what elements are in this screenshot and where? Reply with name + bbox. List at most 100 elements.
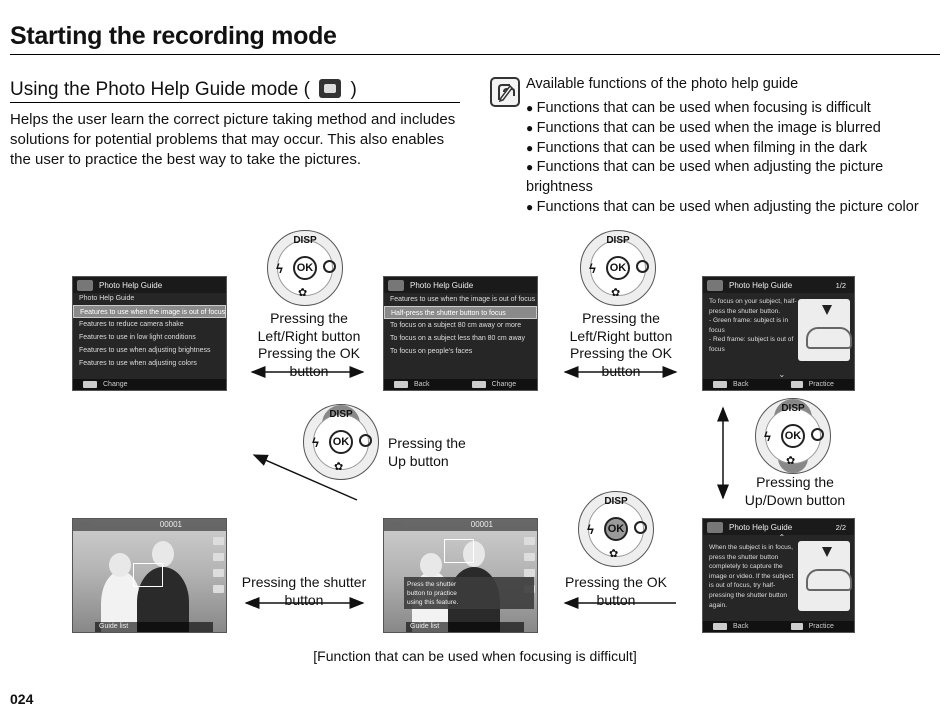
menu-item: Photo Help Guide: [79, 295, 135, 302]
disp-label: DISP: [604, 496, 628, 507]
note-heading: Available functions of the photo help gu…: [526, 76, 799, 92]
side-indicator-icon: [213, 553, 224, 561]
right-key-icon: [471, 381, 486, 388]
arrow-s5-s1: [252, 454, 358, 501]
note-item: Functions that can be used when adjustin…: [526, 198, 950, 218]
page-indicator: 2/2: [835, 523, 846, 532]
caption-left-right-ok: Pressing the Left/Right button Pressing …: [569, 310, 673, 379]
screen-header: Photo Help Guide: [729, 280, 793, 290]
caption-ok: Pressing the OK button: [565, 574, 667, 608]
self-timer-icon: [811, 428, 824, 441]
ok-button: OK: [606, 256, 630, 280]
shutter-illustration: [798, 541, 852, 611]
disp-label: DISP: [781, 403, 805, 414]
note-item: Functions that can be used when the imag…: [526, 119, 950, 139]
screen-header: Photo Help Guide: [729, 522, 793, 532]
page-indicator: 1/2: [835, 281, 846, 290]
footer-label: Change: [103, 381, 128, 388]
footer-guide-list: Guide list: [95, 622, 213, 632]
caption-up: Pressing the Up button: [388, 435, 466, 469]
footer-guide-list: Guide list: [406, 622, 524, 632]
side-indicator-icon: [213, 585, 224, 593]
photo-help-mode-icon: [319, 79, 342, 98]
screen-header: Photo Help Guide: [99, 280, 163, 290]
subtitle-divider: [10, 102, 460, 103]
menu-item: Features to use when adjusting brightnes…: [79, 347, 211, 354]
disp-label: DISP: [293, 235, 317, 246]
menu-item: Features to use when the image is out of…: [390, 296, 536, 303]
menu-item: To focus on a subject less than 80 cm aw…: [390, 335, 526, 342]
screen-guide-submenu: Photo Help Guide Features to use when th…: [383, 276, 538, 391]
guide-text: When the subject is in focus, press the …: [709, 544, 794, 609]
note-list: Functions that can be used when focusing…: [526, 99, 950, 218]
right-key-icon: [83, 381, 97, 388]
chevron-up-icon: ⌃: [778, 533, 786, 542]
note-item: Functions that can be used when filming …: [526, 139, 950, 159]
person-face: [420, 553, 442, 577]
shot-counter: 00001: [470, 520, 493, 529]
screen-guide-page-1: Photo Help Guide 1/2 To focus on your sub…: [702, 276, 855, 391]
camera-icon: [707, 280, 723, 291]
shot-counter: 00001: [159, 520, 182, 529]
left-key-icon: [713, 381, 727, 388]
menu-item: To focus on people's faces: [390, 348, 473, 355]
subtitle-text-before: Using the Photo Help Guide mode (: [10, 79, 316, 100]
shutter-illustration: [798, 299, 852, 361]
ok-button: OK: [329, 430, 353, 454]
screen-practice-view: 00001 Press the shutter button to practi…: [383, 518, 538, 633]
menu-item: To focus on a subject 80 cm away or more: [390, 322, 522, 329]
control-dial: DISP ϟ OK ✿: [267, 230, 343, 306]
menu-item: Features to use when adjusting colors: [79, 360, 197, 367]
side-indicator-icon: [524, 553, 535, 561]
macro-icon: ✿: [334, 461, 344, 473]
intro-paragraph: Helps the user learn the correct picture…: [10, 111, 456, 168]
note-item: Functions that can be used when adjustin…: [526, 158, 950, 198]
arrow-down-icon: [822, 305, 832, 315]
title-divider: [10, 54, 940, 55]
flash-icon: ϟ: [589, 261, 596, 276]
ok-key-icon: [790, 381, 803, 388]
macro-icon: ✿: [611, 287, 621, 299]
arrow-down-icon: [822, 547, 832, 557]
footer-practice: Practice: [808, 381, 834, 388]
camera-icon: [387, 521, 402, 531]
ok-button: OK: [781, 424, 805, 448]
ok-button: OK: [293, 256, 317, 280]
section-subtitle: Using the Photo Help Guide mode ( ): [10, 79, 357, 101]
caption-shutter: Pressing the shutter button: [241, 574, 367, 608]
guide-text: To focus on your subject, half-press the…: [709, 298, 797, 353]
side-indicator-icon: [524, 537, 535, 545]
note-icon: [490, 77, 520, 107]
figure-caption: [Function that can be used when focusing…: [313, 648, 637, 664]
ok-key-icon: [790, 623, 803, 630]
disp-label: DISP: [606, 235, 630, 246]
caption-up-down: Pressing the Up/Down button: [744, 474, 846, 508]
camera-icon: [707, 522, 723, 533]
flash-icon: ϟ: [276, 261, 283, 276]
self-timer-icon: [359, 434, 372, 447]
page-title: Starting the recording mode: [10, 22, 337, 50]
footer-back: Back: [414, 381, 430, 388]
chevron-down-icon: ⌄: [778, 370, 786, 379]
menu-item-selected: Half-press the shutter button to focus: [384, 306, 537, 319]
flash-icon: ϟ: [764, 429, 771, 444]
camera-icon: [388, 280, 404, 291]
practice-popup: Press the shutter button to practice usi…: [404, 577, 534, 609]
person-face: [109, 553, 131, 577]
flash-icon: ϟ: [312, 435, 319, 450]
person-face: [463, 541, 485, 567]
self-timer-icon: [323, 260, 336, 273]
side-indicator-icon: [213, 569, 224, 577]
camera-icon: [77, 280, 93, 291]
side-indicator-icon: [213, 537, 224, 545]
left-key-icon: [394, 381, 408, 388]
disp-label: DISP: [329, 409, 353, 420]
page-number: 024: [10, 691, 34, 707]
person-face: [152, 541, 174, 567]
self-timer-icon: [636, 260, 649, 273]
screen-header: Photo Help Guide: [410, 280, 474, 290]
control-dial-updown: DISP ϟ OK ✿: [755, 398, 831, 474]
menu-item: Features to reduce camera shake: [79, 321, 184, 328]
flash-icon: ϟ: [587, 522, 594, 537]
